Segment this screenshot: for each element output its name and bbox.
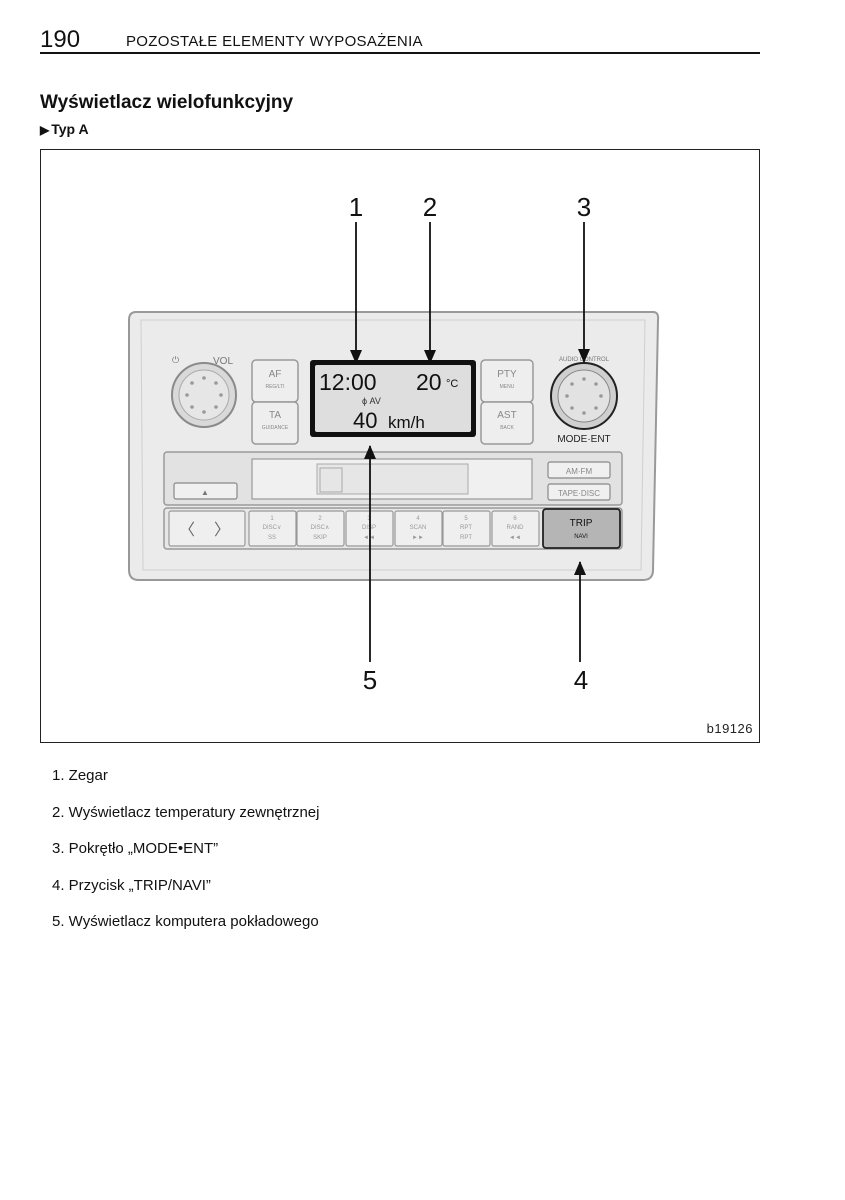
preset-2-bottom: SKIP: [313, 535, 327, 541]
legend-list: 1. Zegar 2. Wyświetlacz temperatury zewn…: [52, 767, 319, 950]
navi-label: NAVI: [574, 534, 588, 540]
preset-5-bottom: RPT: [460, 535, 472, 541]
am-fm-label: AM·FM: [566, 467, 593, 476]
display-screen: [315, 365, 471, 432]
header-rule: [40, 52, 760, 54]
seek-button[interactable]: [168, 510, 246, 547]
callout-1: 1: [349, 192, 363, 222]
display-temperature-unit: °C: [446, 378, 458, 390]
preset-5-number: 5: [464, 516, 468, 522]
legend-item-mode-ent-knob: 3. Pokrętło „MODE•ENT”: [52, 840, 219, 857]
legend-item-outside-temperature: 2. Wyświetlacz temperatury zewnętrznej: [52, 803, 320, 821]
display-clock: 12:00: [319, 369, 377, 395]
preset-4-button[interactable]: 4 SCAN ►►: [394, 510, 443, 547]
seek-up-icon: 〉: [214, 522, 230, 539]
callout-3-arrowhead: [578, 349, 590, 363]
figure-frame: ⏻ VOL AF REG/LTI TA GUIDANCE PTY MENU AS…: [40, 149, 760, 743]
preset-3-bottom: ◄◄: [363, 535, 375, 541]
panel-inner-outline: [140, 319, 646, 571]
preset-5-top: RPT: [460, 525, 472, 531]
ta-button-sublabel: GUIDANCE: [262, 425, 289, 431]
power-icon: ⏻: [172, 355, 179, 365]
preset-6-bottom: ◄◄: [509, 535, 521, 541]
preset-1-button[interactable]: 1 DISC∨ SS: [248, 510, 297, 547]
right-triangle-icon: ▶: [40, 123, 50, 137]
seek-down-icon: 〈: [179, 522, 195, 539]
ast-button-sublabel: BACK: [500, 425, 514, 431]
callout-5: 5: [363, 665, 377, 695]
preset-6-number: 6: [513, 516, 517, 522]
ast-button[interactable]: [480, 401, 534, 445]
preset-2-top: DISC∧: [311, 525, 330, 531]
callout-1-arrowhead: [350, 350, 362, 364]
figure-code: b19126: [706, 721, 753, 736]
preset-1-bottom: SS: [268, 535, 276, 541]
preset-2-number: 2: [318, 516, 322, 522]
cassette-window: [319, 467, 343, 493]
legend-item-clock: 1. Zegar: [52, 767, 108, 784]
display-temperature: 20: [416, 369, 442, 395]
mode-ent-label: MODE·ENT: [557, 434, 610, 445]
tape-disc-button[interactable]: [547, 483, 611, 501]
preset-6-button[interactable]: 6 RAND ◄◄: [491, 510, 540, 547]
trip-navi-button[interactable]: TRIP NAVI: [542, 508, 621, 549]
preset-6-top: RAND: [506, 525, 524, 531]
pty-button-sublabel: MENU: [500, 384, 515, 390]
preset-5-button[interactable]: 5 RPT RPT: [442, 510, 491, 547]
preset-1-top: DISC∨: [263, 525, 282, 531]
volume-knob[interactable]: [171, 362, 237, 428]
display-speed: 40: [353, 408, 377, 433]
legend-item-trip-navi-button: 4. Przycisk „TRIP/NAVI”: [52, 876, 211, 894]
ta-button-label: TA: [269, 410, 281, 421]
preset-4-top: SCAN: [410, 525, 427, 531]
tape-disc-label: TAPE·DISC: [558, 489, 600, 498]
ta-button[interactable]: [251, 401, 299, 445]
subtype-text: Typ A: [51, 121, 89, 137]
callout-4: 4: [574, 665, 588, 695]
ast-button-label: AST: [497, 410, 516, 421]
callout-2: 2: [423, 192, 437, 222]
display-speed-unit: km/h: [388, 413, 425, 432]
vol-label: VOL: [213, 356, 233, 367]
eject-icon: ▲: [201, 488, 209, 497]
radio-panel-illustration: ⏻ VOL AF REG/LTI TA GUIDANCE PTY MENU AS…: [128, 192, 660, 695]
trip-label: TRIP: [570, 518, 593, 529]
preset-4-bottom: ►►: [412, 535, 424, 541]
preset-3-top: DISP: [362, 525, 376, 531]
pty-button[interactable]: [480, 359, 534, 403]
callout-2-arrowhead: [424, 350, 436, 364]
af-button-label: AF: [269, 369, 282, 380]
am-fm-button[interactable]: [547, 461, 611, 479]
running-title: POZOSTAŁE ELEMENTY WYPOSAŻENIA: [126, 33, 423, 50]
pty-button-label: PTY: [497, 369, 517, 380]
subtype-label: ▶Typ A: [40, 121, 89, 137]
mode-ent-knob[interactable]: [550, 362, 618, 430]
preset-4-number: 4: [416, 516, 420, 522]
preset-1-number: 1: [270, 516, 274, 522]
callout-4-arrowhead: [574, 561, 586, 575]
callout-3: 3: [577, 192, 591, 222]
preset-2-button[interactable]: 2 DISC∧ SKIP: [296, 510, 345, 547]
legend-item-trip-computer-display: 5. Wyświetlacz komputera pokładowego: [52, 913, 319, 930]
eject-button[interactable]: [173, 482, 238, 500]
page-number: 190: [40, 26, 81, 53]
callout-5-arrowhead: [364, 445, 376, 459]
af-button[interactable]: [251, 359, 299, 403]
af-button-sublabel: REG/LTI: [265, 384, 284, 390]
section-title: Wyświetlacz wielofunkcyjny: [40, 92, 294, 113]
display-middle-indicator: ϕ AV: [362, 396, 381, 406]
